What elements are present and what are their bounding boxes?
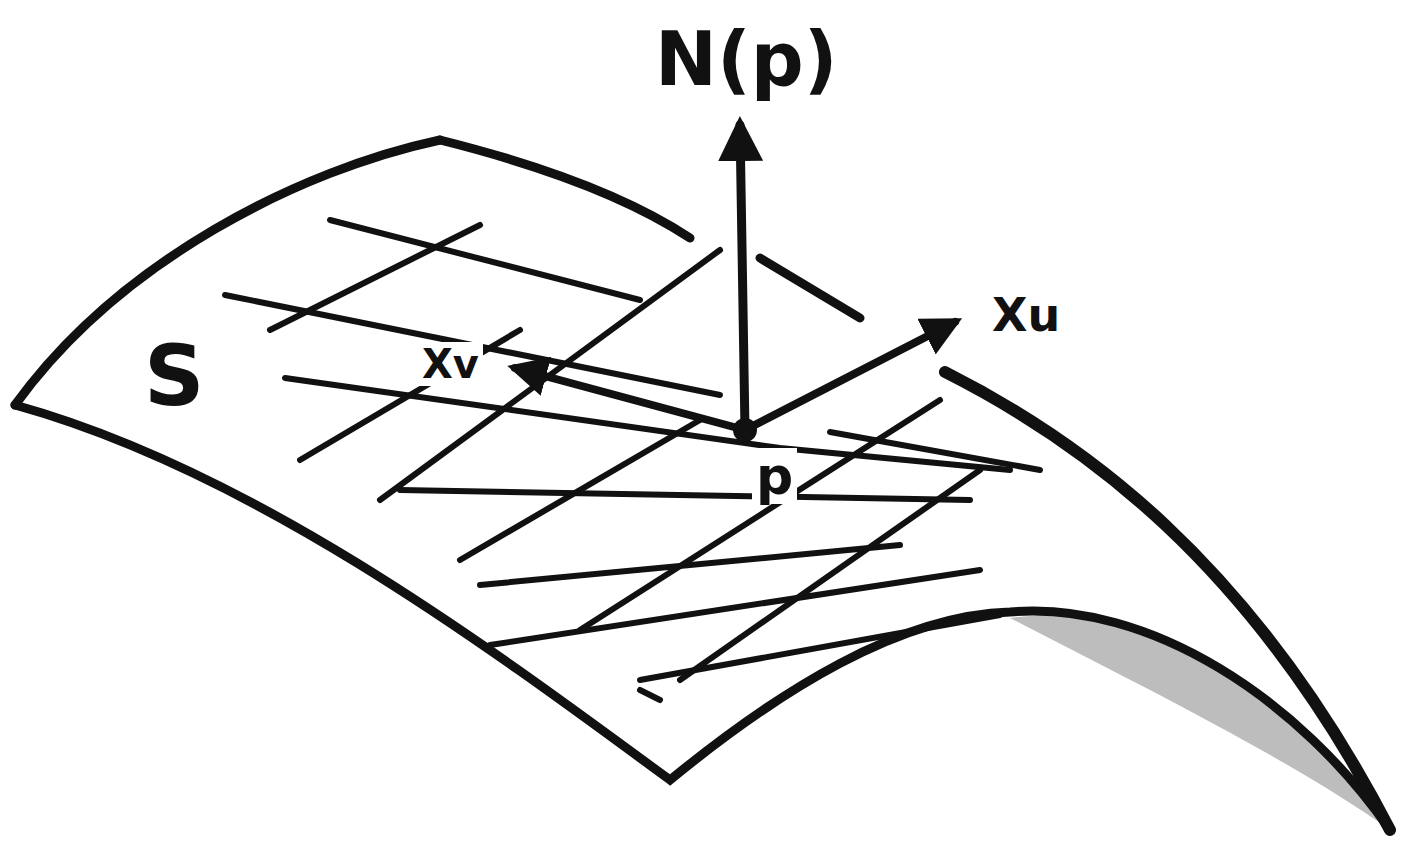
tangent-label: Xu: [992, 292, 1060, 338]
surface-label: S: [140, 332, 209, 420]
normal-label: N(p): [655, 22, 838, 96]
tangent-label: Xv: [418, 342, 483, 386]
point-label: p: [752, 448, 797, 504]
